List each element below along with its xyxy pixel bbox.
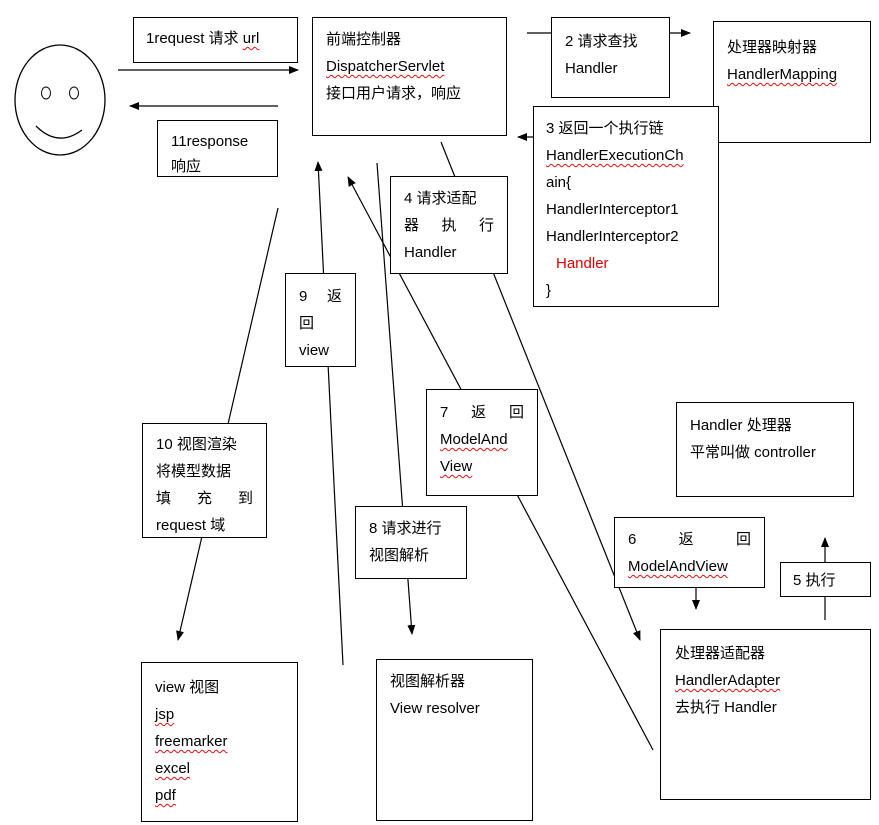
view-title: view 视图 [155, 679, 220, 696]
request-label-box: 1request 请求 url [133, 17, 298, 63]
view-resolver-box: 视图解析器 View resolver [376, 659, 533, 821]
adapter-request-line1: 4 请求适配 [404, 190, 477, 207]
execution-chain-box: 3 返回一个执行链 HandlerExecutionCh ain{ Handle… [533, 106, 719, 307]
dispatcher-title: 前端控制器 [326, 31, 402, 48]
request-url-text: url [242, 30, 260, 47]
handler-adapter-box: 处理器适配器 HandlerAdapter 去执行 Handler [660, 629, 871, 800]
chain-name-part1: HandlerExecutionCh [546, 147, 684, 164]
handler-adapter-title: 处理器适配器 [675, 645, 766, 662]
adapter-request-line2: 器执行 [404, 217, 494, 234]
view-resolver-title: 视图解析器 [390, 673, 466, 690]
return-mav7-line3: View [440, 458, 473, 475]
return-view-line3: view [299, 342, 330, 359]
view-item-pdf: pdf [155, 787, 176, 804]
adapter-request-line3: Handler [404, 244, 457, 261]
render-line2: 将模型数据 [156, 463, 232, 480]
chain-name-part2: ain{ [546, 174, 572, 191]
dispatcher-name: DispatcherServlet [326, 58, 445, 75]
view-resolve-label-box: 8 请求进行 视图解析 [355, 506, 467, 579]
smiley-face-icon [14, 44, 106, 156]
return-mav6-line2: ModelAndView [628, 558, 728, 575]
response-label-box: 11response 响应 [157, 120, 278, 177]
find-handler-line2: Handler [565, 60, 618, 77]
handler-desc: 平常叫做 controller [690, 444, 816, 461]
chain-interceptor2: HandlerInterceptor2 [546, 228, 679, 245]
return-view-line2: 回 [299, 315, 315, 332]
view-resolve-line2: 视图解析 [369, 547, 430, 564]
view-item-excel: excel [155, 760, 191, 777]
view-resolve-line1: 8 请求进行 [369, 520, 442, 537]
return-mav7-line2: ModelAnd [440, 431, 508, 448]
view-box: view 视图 jsp freemarker excel pdf [141, 662, 298, 822]
find-handler-line1: 2 请求查找 [565, 33, 638, 50]
dispatcher-desc: 接口用户请求，响应 [326, 85, 462, 102]
view-resolver-name: View resolver [390, 700, 480, 717]
execute-text: 5 执行 [793, 572, 836, 589]
render-line4: request 域 [156, 517, 226, 534]
handler-box: Handler 处理器 平常叫做 controller [676, 402, 854, 497]
handler-adapter-name: HandlerAdapter [675, 672, 781, 689]
chain-interceptor1: HandlerInterceptor1 [546, 201, 679, 218]
handler-mapping-title: 处理器映射器 [727, 39, 818, 56]
dispatcher-servlet-box: 前端控制器 DispatcherServlet 接口用户请求，响应 [312, 17, 507, 136]
response-line1: 11response [171, 133, 249, 150]
chain-title: 3 返回一个执行链 [546, 120, 664, 137]
request-text: 1request 请求 [146, 30, 243, 47]
handler-mapping-name: HandlerMapping [727, 66, 838, 83]
render-label-box: 10 视图渲染 将模型数据 填充到 request 域 [142, 423, 267, 538]
response-line2: 响应 [171, 158, 202, 175]
view-item-freemarker: freemarker [155, 733, 228, 750]
execute-label-box: 5 执行 [780, 562, 871, 597]
chain-close-brace: } [546, 282, 552, 299]
handler-adapter-desc: 去执行 Handler [675, 699, 777, 716]
chain-handler: Handler [556, 255, 609, 272]
view-item-jsp: jsp [155, 706, 175, 723]
handler-mapping-box: 处理器映射器 HandlerMapping [713, 21, 871, 143]
render-line1: 10 视图渲染 [156, 436, 237, 453]
return-view-arrow [314, 161, 344, 666]
find-handler-label-box: 2 请求查找 Handler [551, 17, 670, 98]
adapter-request-label-box: 4 请求适配 器执行 Handler [390, 176, 508, 274]
render-line3: 填充到 [156, 490, 253, 507]
handler-title: Handler 处理器 [690, 417, 792, 434]
